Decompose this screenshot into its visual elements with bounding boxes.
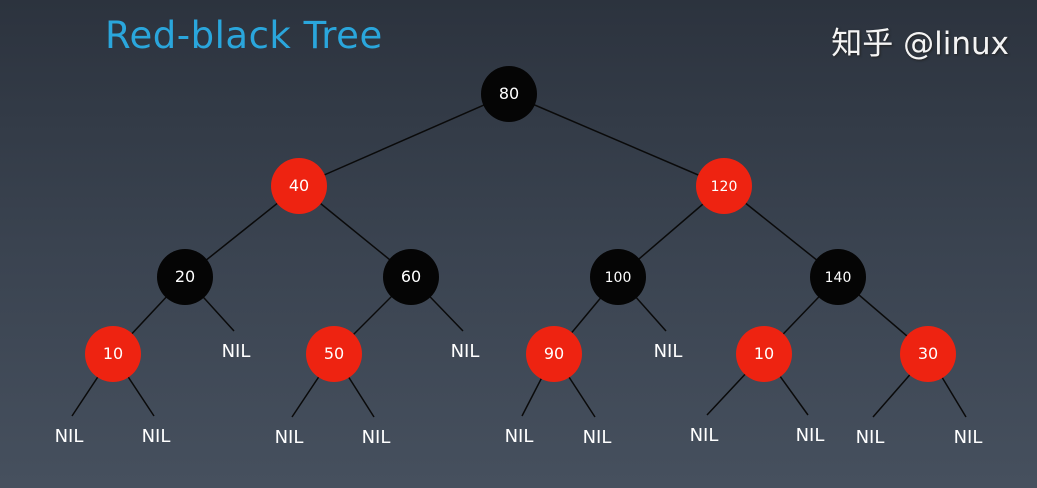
node-value: 80 [499,84,519,103]
nil-leaf: NIL [142,426,171,447]
tree-node-black [810,249,866,305]
tree-node-black [590,249,646,305]
tree-node-black [481,66,537,122]
nil-leaf: NIL [856,427,885,448]
tree-edge [298,93,510,187]
node-value: 50 [324,344,344,363]
nil-leaf: NIL [222,341,251,362]
nil-leaf: NIL [796,425,825,446]
nil-leaf: NIL [55,426,84,447]
node-value: 140 [825,270,852,286]
tree-node-red [271,158,327,214]
tree-node-red [900,326,956,382]
nil-leaf: NIL [505,426,534,447]
nil-leaf: NIL [690,425,719,446]
nil-leaf: NIL [362,427,391,448]
tree-node-black [157,249,213,305]
tree-node-black [383,249,439,305]
node-value: 100 [605,270,632,286]
node-value: 40 [289,176,309,195]
node-value: 90 [544,344,564,363]
node-value: 60 [401,267,421,286]
tree-node-red [696,158,752,214]
nil-leaf: NIL [954,427,983,448]
watermark: 知乎 @linux [831,26,1009,62]
node-value: 10 [754,344,774,363]
nil-leaf: NIL [275,427,304,448]
diagram-title: Red-black Tree [105,14,383,57]
node-value: 10 [103,344,123,363]
node-value: 20 [175,267,195,286]
node-value: 120 [711,179,738,195]
node-value: 30 [918,344,938,363]
nil-leaf: NIL [654,341,683,362]
tree-node-red [736,326,792,382]
nil-leaf: NIL [583,427,612,448]
tree-node-red [306,326,362,382]
tree-node-red [526,326,582,382]
nil-leaf: NIL [451,341,480,362]
tree-edge [508,93,725,187]
tree-node-red [85,326,141,382]
